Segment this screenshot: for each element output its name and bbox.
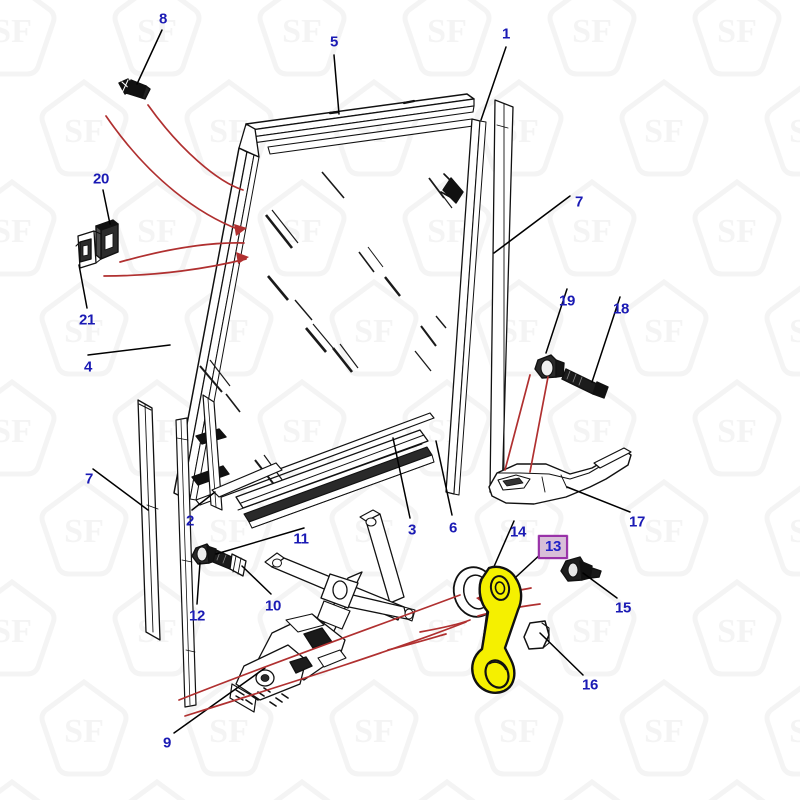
part-number-label-10: 10 <box>264 597 282 615</box>
part-number-label-7: 7 <box>574 193 584 211</box>
part-number-label-19: 19 <box>558 292 576 310</box>
part-number-label-7: 7 <box>84 470 94 488</box>
part-6-glass-guide-filler <box>235 429 435 529</box>
part-number-label-12: 12 <box>188 607 206 625</box>
part-number-label-2: 2 <box>185 512 195 530</box>
part-number-label-1: 1 <box>501 25 511 43</box>
part-8-fixing-screw <box>118 78 151 100</box>
part-number-label-15: 15 <box>614 599 632 617</box>
part-number-label-5: 5 <box>329 33 339 51</box>
part-number-label-20: 20 <box>92 170 110 188</box>
part-17-interior-pull-handle <box>488 447 632 505</box>
part-10-regulator-mounting-nut <box>212 549 247 577</box>
part-number-label-16: 16 <box>581 676 599 694</box>
part-18-pull-handle-bolt <box>561 368 609 399</box>
part-number-label-17: 17 <box>628 513 646 531</box>
part-number-label-13[interactable]: 13 <box>537 535 569 559</box>
part-number-label-6: 6 <box>448 519 458 537</box>
part-number-label-11: 11 <box>293 530 309 548</box>
part-16-handle-cover-cap <box>523 620 550 650</box>
part-5-frame-top-rail <box>245 93 475 144</box>
leader-lines <box>78 29 631 734</box>
part-9-window-regulator <box>229 509 416 713</box>
part-15-handle-retaining-screw <box>560 556 602 582</box>
part-7-left-sealing-strip <box>137 399 161 641</box>
part-number-label-4: 4 <box>83 358 93 376</box>
part-20-frame-clamp-bracket <box>95 219 119 260</box>
part-number-label-9: 9 <box>162 734 172 752</box>
part-2-glass-lower-channel <box>202 394 283 511</box>
part-number-label-14: 14 <box>509 523 527 541</box>
part-12-regulator-spacer-washer <box>191 543 217 565</box>
part-number-label-3: 3 <box>407 521 417 539</box>
callout-curves <box>103 104 549 717</box>
part-number-label-8: 8 <box>158 10 168 28</box>
glass-centre-node <box>440 173 464 204</box>
part-number-label-18: 18 <box>612 300 630 318</box>
glass-reflection-hatching <box>199 171 453 488</box>
part-21-frame-clamp-plate <box>75 230 102 269</box>
part-3-window-run-channel <box>175 417 197 708</box>
part-19-pull-handle-spacer <box>534 354 565 379</box>
part-number-label-21: 21 <box>78 311 96 329</box>
